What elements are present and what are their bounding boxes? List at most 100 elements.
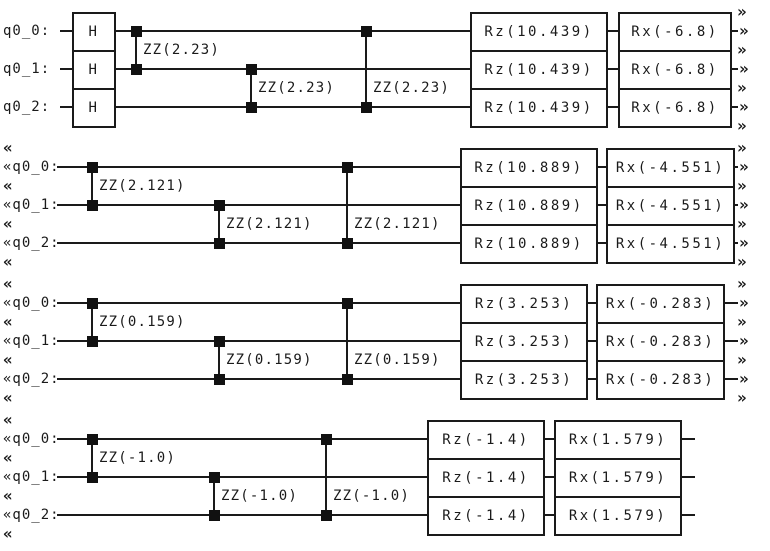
fold-continuation-mark: »	[737, 176, 747, 195]
h-gate-box: H	[72, 50, 116, 90]
fold-continuation-mark: «	[3, 350, 13, 369]
zz-gate-label: ZZ(2.121)	[354, 216, 441, 232]
rx-gate-box: Rx(1.579)	[554, 420, 682, 460]
zz-gate-label: ZZ(0.159)	[226, 352, 313, 368]
fold-continuation-mark: »	[737, 350, 747, 369]
rz-gate-box: Rz(10.889)	[460, 224, 598, 264]
zz-connector-line	[91, 303, 93, 341]
zz-control-square	[361, 26, 372, 37]
fold-continuation-mark: «	[3, 388, 13, 407]
qubit-label: q0_2:	[3, 99, 51, 115]
fold-continuation-mark: »	[737, 274, 747, 293]
circuit-row-3: « « « « «q0_0: «q0_1: «q0_2: ZZ(0.159) Z…	[0, 272, 770, 408]
qubit-wire	[57, 476, 695, 478]
zz-connector-line	[346, 167, 348, 243]
zz-gate-label: ZZ(0.159)	[99, 314, 186, 330]
fold-continuation-mark: »	[737, 116, 747, 135]
qubit-label: «q0_2:	[3, 235, 60, 251]
fold-continuation-mark: »	[739, 369, 749, 388]
fold-continuation-mark: »	[739, 331, 749, 350]
rz-gate-box: Rz(3.253)	[460, 284, 588, 324]
fold-continuation-mark: »	[739, 195, 749, 214]
circuit-row-4: « « « « «q0_0: «q0_1: «q0_2: ZZ(-1.0) ZZ…	[0, 408, 770, 551]
zz-control-square	[209, 472, 220, 483]
zz-gate-label: ZZ(-1.0)	[221, 488, 299, 504]
rz-gate-box: Rz(3.253)	[460, 360, 588, 400]
zz-gate-label: ZZ(2.23)	[143, 42, 221, 58]
fold-continuation-mark: »	[737, 252, 747, 271]
zz-connector-line	[250, 69, 252, 107]
qubit-wire	[57, 204, 738, 206]
fold-continuation-mark: »	[737, 78, 747, 97]
qubit-wire	[57, 340, 738, 342]
fold-continuation-mark: «	[3, 176, 13, 195]
fold-continuation-mark: «	[3, 214, 13, 233]
rz-gate-box: Rz(10.889)	[460, 148, 598, 188]
rx-gate-box: Rx(-4.551)	[606, 186, 735, 226]
qubit-wire	[60, 30, 738, 32]
zz-control-square	[87, 162, 98, 173]
qubit-label: «q0_2:	[3, 371, 60, 387]
rx-gate-box: Rx(-0.283)	[596, 322, 725, 362]
fold-continuation-mark: »	[739, 157, 749, 176]
zz-control-square	[131, 64, 142, 75]
rz-gate-box: Rz(10.439)	[470, 50, 608, 90]
zz-control-square	[87, 298, 98, 309]
zz-control-square	[342, 298, 353, 309]
zz-connector-line	[218, 341, 220, 379]
fold-continuation-mark: »	[737, 214, 747, 233]
qubit-label: «q0_0:	[3, 159, 60, 175]
qubit-label: q0_1:	[3, 61, 51, 77]
zz-control-square	[87, 336, 98, 347]
fold-continuation-mark: »	[739, 59, 749, 78]
fold-continuation-mark: «	[3, 312, 13, 331]
zz-connector-line	[135, 31, 137, 69]
zz-control-square	[214, 238, 225, 249]
fold-continuation-mark: «	[3, 524, 13, 543]
zz-control-square	[321, 510, 332, 521]
fold-continuation-mark: «	[3, 448, 13, 467]
fold-continuation-mark: »	[737, 40, 747, 59]
qubit-label: «q0_0:	[3, 431, 60, 447]
rz-gate-box: Rz(-1.4)	[427, 496, 545, 536]
zz-connector-line	[365, 31, 367, 107]
rz-gate-box: Rz(10.439)	[470, 88, 608, 128]
fold-continuation-mark: »	[737, 2, 747, 21]
zz-gate-label: ZZ(-1.0)	[99, 450, 177, 466]
zz-gate-label: ZZ(2.23)	[258, 80, 336, 96]
qubit-wire	[57, 166, 738, 168]
circuit-row-1: q0_0: q0_1: q0_2: H H H ZZ(2.23) ZZ(2.23…	[0, 0, 770, 136]
rx-gate-box: Rx(-6.8)	[618, 50, 732, 90]
zz-connector-line	[218, 205, 220, 243]
fold-continuation-mark: «	[3, 486, 13, 505]
zz-connector-line	[213, 477, 215, 515]
qubit-label: «q0_2:	[3, 507, 60, 523]
qubit-wire	[60, 106, 738, 108]
rx-gate-box: Rx(-6.8)	[618, 12, 732, 52]
fold-continuation-mark: «	[3, 274, 13, 293]
fold-continuation-mark: »	[737, 312, 747, 331]
zz-control-square	[131, 26, 142, 37]
rz-gate-box: Rz(-1.4)	[427, 458, 545, 498]
zz-connector-line	[91, 167, 93, 205]
rx-gate-box: Rx(-0.283)	[596, 284, 725, 324]
qubit-wire	[57, 242, 738, 244]
zz-connector-line	[346, 303, 348, 379]
zz-gate-label: ZZ(-1.0)	[333, 488, 411, 504]
fold-continuation-mark: »	[737, 138, 747, 157]
zz-control-square	[246, 64, 257, 75]
zz-connector-line	[91, 439, 93, 477]
zz-control-square	[342, 238, 353, 249]
zz-control-square	[87, 434, 98, 445]
qubit-wire	[57, 378, 738, 380]
qubit-label: q0_0:	[3, 23, 51, 39]
zz-control-square	[87, 472, 98, 483]
fold-continuation-mark: »	[739, 293, 749, 312]
qubit-label: «q0_0:	[3, 295, 60, 311]
rz-gate-box: Rz(-1.4)	[427, 420, 545, 460]
rz-gate-box: Rz(10.889)	[460, 186, 598, 226]
zz-control-square	[214, 374, 225, 385]
fold-continuation-mark: »	[737, 388, 747, 407]
zz-control-square	[214, 200, 225, 211]
zz-control-square	[342, 374, 353, 385]
